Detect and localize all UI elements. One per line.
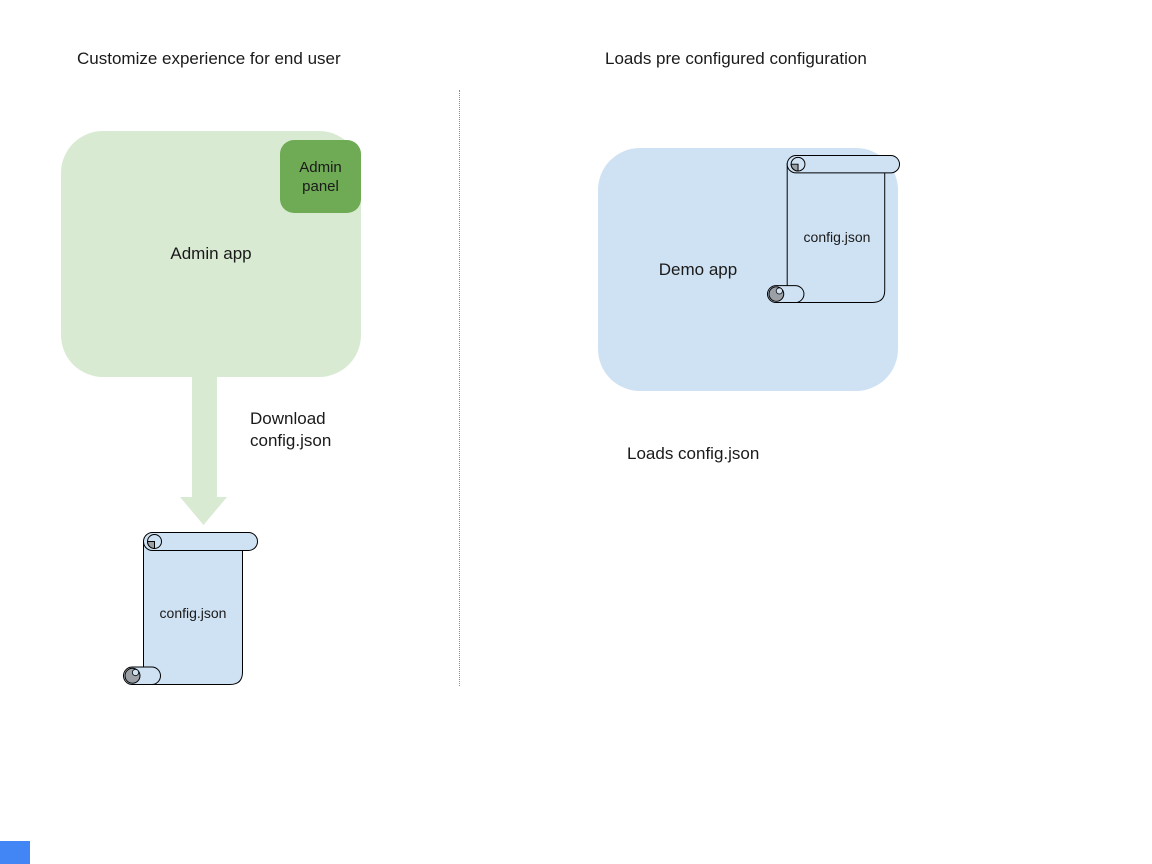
down-arrow-icon	[180, 377, 227, 525]
left-section-title: Customize experience for end user	[77, 49, 341, 68]
demo-app-label-wrap: Demo app	[613, 148, 783, 391]
download-arrow-label: Download config.json	[250, 409, 332, 450]
admin-panel-label: Admin panel	[299, 158, 342, 195]
config-scroll-icon	[767, 155, 900, 303]
config-scroll-icon	[123, 532, 258, 685]
blue-corner-shape	[0, 841, 30, 864]
right-config-file-label: config.json	[803, 229, 871, 245]
demo-app-label: Demo app	[658, 259, 738, 279]
admin-app-label: Admin app	[170, 244, 252, 263]
section-divider	[459, 90, 460, 686]
left-config-file-label: config.json	[159, 605, 227, 621]
admin-panel-box: Admin panel	[280, 140, 361, 213]
loads-config-caption: Loads config.json	[627, 444, 760, 463]
right-section-title: Loads pre configured configuration	[605, 49, 867, 68]
